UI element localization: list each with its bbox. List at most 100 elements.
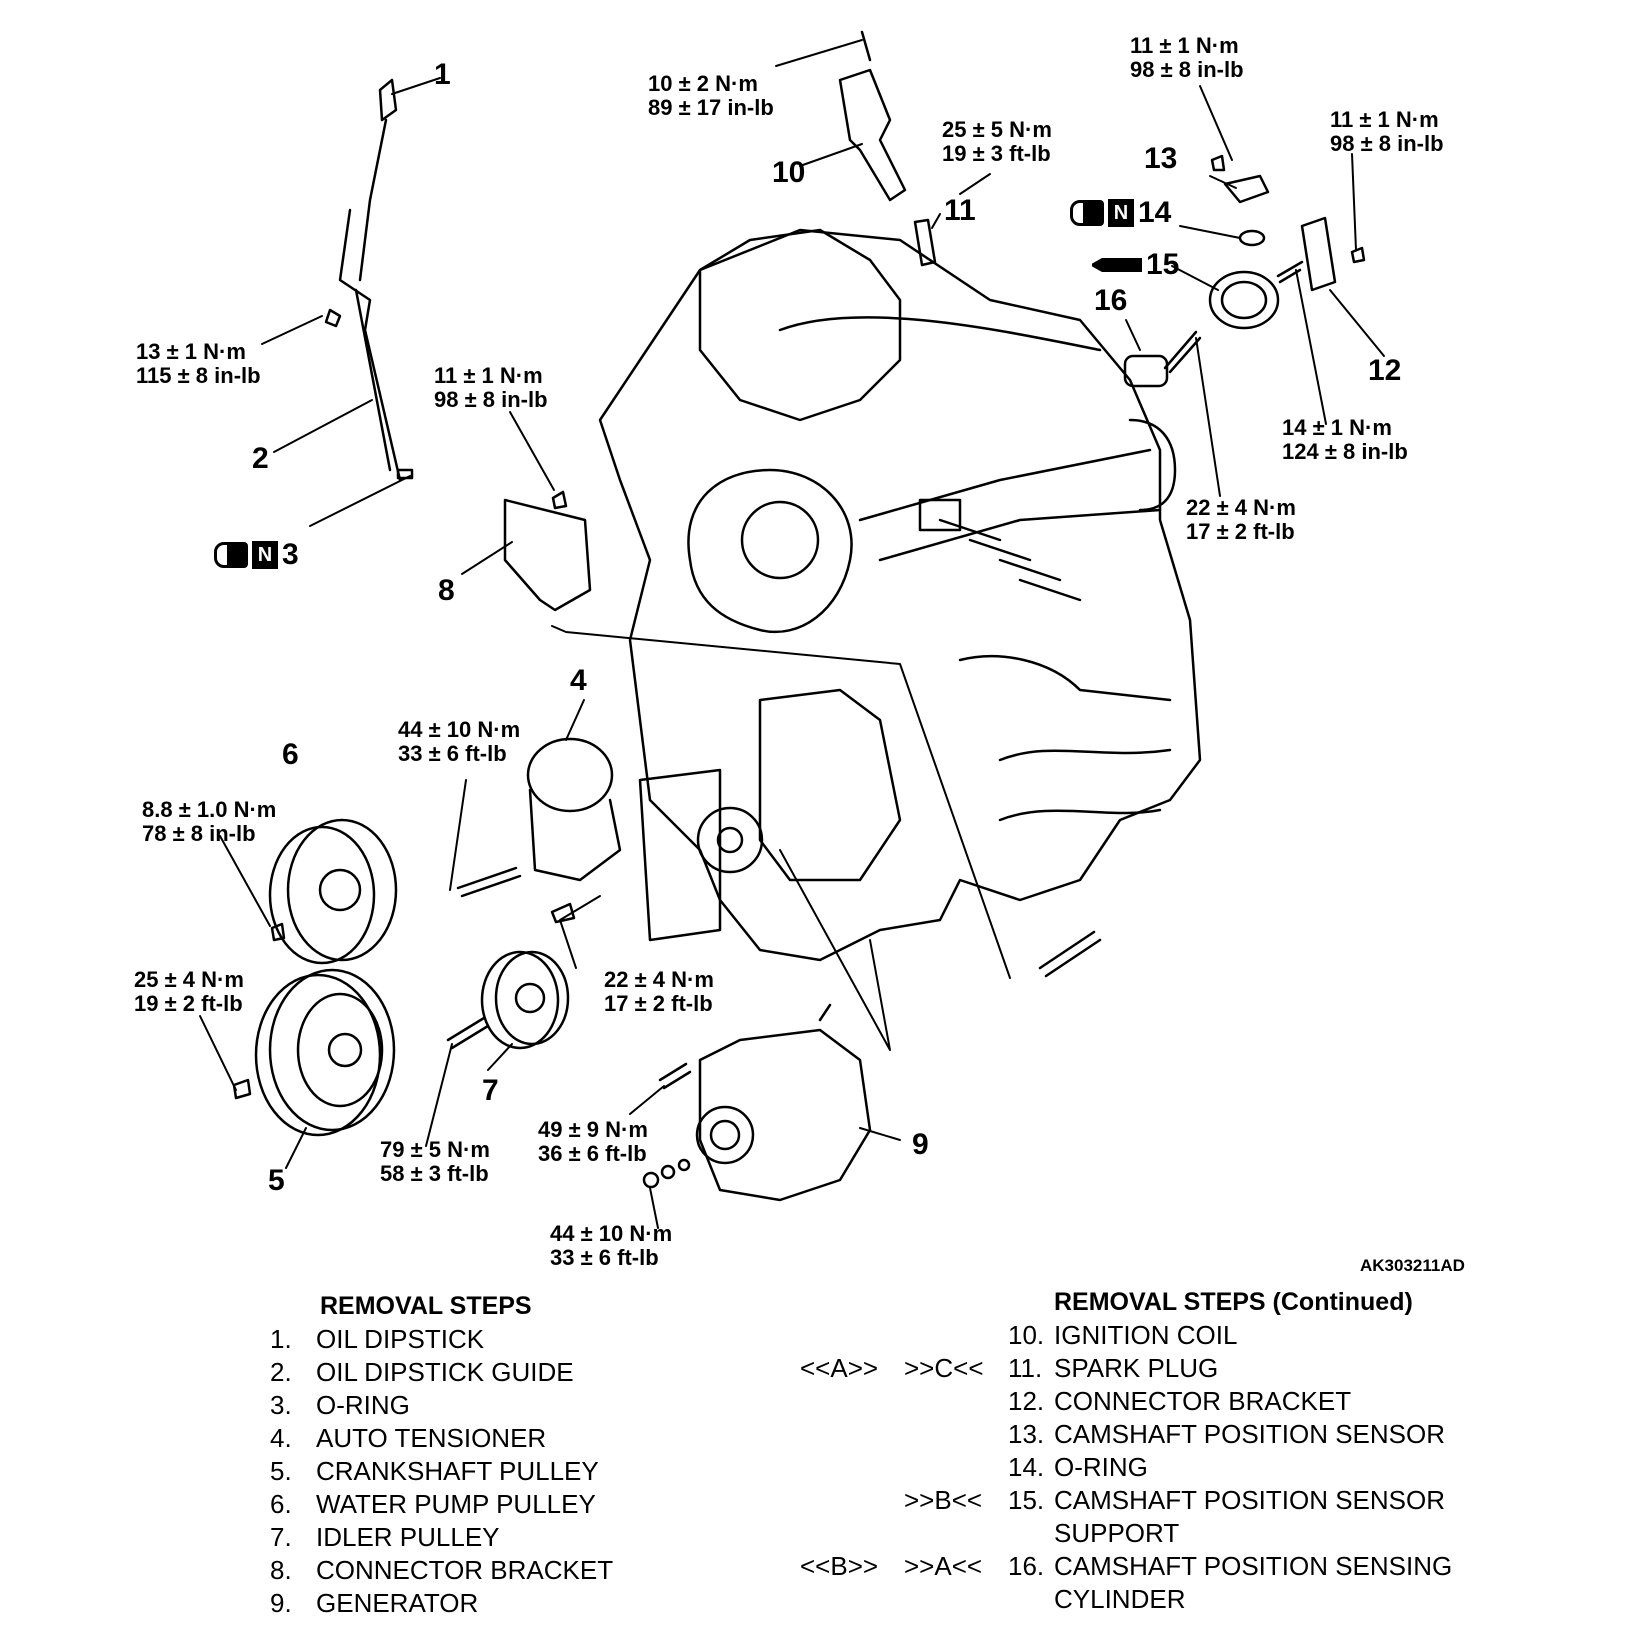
step-ref-install: >>A<< xyxy=(904,1551,983,1581)
step-ref-removal xyxy=(800,1451,904,1484)
callout-2: 2 xyxy=(252,442,269,475)
callout-16: 16 xyxy=(1094,284,1128,317)
callout-8: 8 xyxy=(438,574,455,607)
step-text: CRANKSHAFT PULLEY xyxy=(316,1456,599,1486)
step-number: 5. xyxy=(270,1456,292,1486)
step-ref-install xyxy=(904,1385,1008,1418)
step-text: CAMSHAFT POSITION SENSOR xyxy=(1054,1419,1446,1449)
steps-heading-text: REMOVAL STEPS (Continued) xyxy=(1054,1288,1413,1316)
step-ref-install xyxy=(904,1418,1008,1451)
step-ref-install: >>C<< xyxy=(904,1353,984,1383)
removal-steps-left: REMOVAL STEPS 1.OIL DIPSTICK 2.OIL DIPST… xyxy=(270,1290,613,1620)
step-ref-removal xyxy=(800,1385,904,1418)
bolts xyxy=(232,154,1366,1189)
step-text: CAMSHAFT POSITION SENSING xyxy=(1054,1551,1453,1581)
torque-nm: 22 ± 4 N·m xyxy=(1186,495,1296,520)
connector-bracket-left xyxy=(503,498,592,612)
step-item: 12.CONNECTOR BRACKET xyxy=(800,1385,1452,1418)
torque-imperial: 89 ± 17 in-lb xyxy=(648,95,774,120)
torque-imperial: 98 ± 8 in-lb xyxy=(434,387,548,412)
step-text: CYLINDER xyxy=(1054,1584,1186,1614)
step-ref-removal xyxy=(800,1319,904,1352)
step-text: O-RING xyxy=(316,1390,410,1420)
torque-nm: 25 ± 4 N·m xyxy=(134,967,244,992)
torque-nm: 11 ± 1 N·m xyxy=(1130,33,1239,58)
step-item: 6.WATER PUMP PULLEY xyxy=(270,1488,613,1521)
spark-plug xyxy=(913,218,937,267)
step-number xyxy=(1008,1583,1054,1616)
removal-steps-right: REMOVAL STEPS (Continued) 10.IGNITION CO… xyxy=(800,1286,1452,1616)
torque-nm: 10 ± 2 N·m xyxy=(648,71,758,96)
torque-imperial: 124 ± 8 in-lb xyxy=(1282,439,1408,464)
oil-dipstick xyxy=(338,78,414,482)
step-item: 13. CAMSHAFT POSITION SENSOR xyxy=(800,1418,1452,1451)
steps-heading-text: REMOVAL STEPS xyxy=(320,1292,532,1320)
callout-6: 6 xyxy=(282,738,299,771)
torque-nm: 13 ± 1 N·m xyxy=(136,339,246,364)
step-ref-removal xyxy=(800,1583,904,1616)
grease-icon xyxy=(214,542,248,568)
torque-imperial: 33 ± 6 ft-lb xyxy=(550,1245,659,1270)
step-ref-install xyxy=(904,1451,1008,1484)
step-number: 13. xyxy=(1008,1419,1045,1449)
step-ref-install xyxy=(904,1319,1008,1352)
step-text: CONNECTOR BRACKET xyxy=(316,1555,614,1585)
step-text: CAMSHAFT POSITION SENSOR xyxy=(1054,1485,1446,1515)
step-ref-removal xyxy=(800,1517,904,1550)
new-part-icon: N xyxy=(1108,199,1134,227)
torque-nm: 25 ± 5 N·m xyxy=(942,117,1052,142)
torque-nm: 11 ± 1 N·m xyxy=(1330,107,1439,132)
torque-imperial: 98 ± 8 in-lb xyxy=(1330,131,1444,156)
callout-11: 11 xyxy=(944,194,976,227)
torque-imperial: 17 ± 2 ft-lb xyxy=(604,991,713,1016)
steps-heading: REMOVAL STEPS (Continued) xyxy=(800,1286,1452,1319)
water-pump-pulley xyxy=(268,818,398,965)
step-item: 4.AUTO TENSIONER xyxy=(270,1422,613,1455)
step-item: 9.GENERATOR xyxy=(270,1587,613,1620)
leader-lines xyxy=(199,39,1385,1229)
torque-nm: 14 ± 1 N·m xyxy=(1282,415,1392,440)
step-number: 16. xyxy=(1008,1551,1045,1581)
crankshaft-pulley xyxy=(254,968,396,1137)
step-ref-install xyxy=(904,1517,1008,1550)
step-item: SUPPORT xyxy=(800,1517,1452,1550)
step-number: 7. xyxy=(270,1522,292,1552)
step-number: 3. xyxy=(270,1390,292,1420)
callout-7: 7 xyxy=(482,1074,499,1107)
sealant-icon xyxy=(1092,258,1142,272)
step-item: <<B>>>>A<<16.CAMSHAFT POSITION SENSING xyxy=(800,1550,1452,1583)
step-number: 10. xyxy=(1008,1320,1045,1350)
step-text: IDLER PULLEY xyxy=(316,1522,500,1552)
step-ref-install xyxy=(904,1583,1008,1616)
step-number: 6. xyxy=(270,1489,292,1519)
step-number xyxy=(1008,1517,1054,1550)
step-text: O-RING xyxy=(1054,1452,1148,1482)
idler-pulley xyxy=(480,950,570,1050)
figure-reference: AK303211AD xyxy=(1360,1256,1465,1275)
step-item: 1.OIL DIPSTICK xyxy=(270,1323,613,1356)
steps-heading: REMOVAL STEPS xyxy=(270,1290,613,1323)
step-number: 4. xyxy=(270,1423,292,1453)
step-number: 14. xyxy=(1008,1452,1045,1482)
torque-imperial: 115 ± 8 in-lb xyxy=(136,363,261,388)
new-part-icon: N xyxy=(252,541,278,569)
callout-15-group: 15 xyxy=(1092,248,1179,282)
step-item: 10.IGNITION COIL xyxy=(800,1319,1452,1352)
torque-imperial: 98 ± 8 in-lb xyxy=(1130,57,1244,82)
step-item: 3. O-RING xyxy=(270,1389,613,1422)
step-ref-removal: <<A>> xyxy=(800,1353,879,1383)
callout-1: 1 xyxy=(434,58,451,91)
step-number: 9. xyxy=(270,1588,292,1618)
callout-14: 14 xyxy=(1138,196,1172,229)
step-text: SPARK PLUG xyxy=(1054,1353,1219,1383)
callout-15: 15 xyxy=(1146,248,1180,281)
